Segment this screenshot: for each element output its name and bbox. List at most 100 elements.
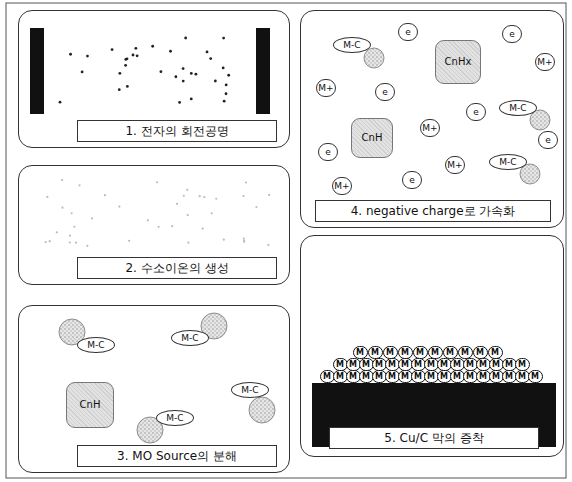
hydrocarbon-label: CnH (351, 118, 393, 158)
ion-dot (243, 241, 245, 243)
ion-dot (255, 206, 257, 208)
ion-dot (118, 206, 120, 208)
particle-label: M+ (316, 79, 336, 97)
molecule-label: M-C (171, 330, 209, 346)
ion-dot (215, 198, 217, 200)
ion-dot (223, 239, 225, 241)
particle-label: e (466, 103, 486, 121)
ion-dot (202, 227, 204, 229)
ion-dot (147, 219, 149, 221)
electron-dot (209, 57, 212, 60)
metal-atom: M (368, 346, 383, 359)
particle-label: e (538, 131, 558, 149)
hydrocarbon-label: CnHx (435, 40, 481, 84)
electron-dot (124, 58, 127, 61)
ion-dot (186, 189, 188, 191)
ion-dot (61, 179, 63, 181)
electron-dot (69, 53, 72, 56)
molecule-label: M-C (156, 410, 194, 426)
panel-caption: 2. 수소이온의 생성 (77, 257, 277, 279)
metal-atom: M (458, 346, 473, 359)
electron-dot (222, 66, 225, 69)
metal-atom: M (443, 346, 458, 359)
particle-label: e (398, 23, 418, 41)
magnet-bar (256, 28, 270, 114)
electron-dot (182, 67, 185, 70)
ion-dot (49, 240, 51, 242)
electron-dots (59, 37, 230, 104)
electron-dot (223, 100, 226, 103)
electron-dot (59, 101, 62, 104)
electron-dot (169, 50, 172, 53)
molecule-label: M-C (77, 337, 115, 353)
electron-dot (184, 37, 187, 40)
particle-label: e (318, 143, 338, 161)
ion-dot (69, 241, 71, 243)
electron-dot (195, 73, 198, 76)
electron-dot (206, 51, 209, 54)
particle-label: M+ (332, 177, 352, 195)
metal-atom: M (353, 346, 368, 359)
ion-dot (61, 207, 63, 209)
ion-dot (128, 240, 130, 242)
ion-dot (268, 194, 270, 196)
electron-dot (134, 47, 137, 50)
ion-dot (158, 226, 160, 228)
ion-dot (45, 241, 47, 243)
metal-atom: M (515, 358, 530, 371)
particle-label: e (402, 171, 422, 189)
panel-box: 2. 수소이온의 생성 (18, 165, 290, 285)
electron-dot (174, 75, 177, 78)
electron-dot (225, 92, 228, 95)
ion-dot (203, 196, 205, 198)
electron-dot (190, 98, 193, 101)
ion-dot (156, 181, 158, 183)
metal-atom: M (383, 346, 398, 359)
ion-dot (243, 237, 245, 239)
ion-dot (187, 242, 189, 244)
panel-caption: 1. 전자의 회전공명 (77, 120, 277, 142)
particle-label: e (502, 25, 522, 43)
metal-atom: M (528, 370, 543, 383)
ion-dot (183, 195, 185, 197)
ion-dot (78, 184, 80, 186)
electron-dot (124, 64, 127, 67)
panel-caption: 5. Cu/C 막의 증착 (329, 427, 539, 449)
metal-atom: M (488, 346, 503, 359)
ion-dot (242, 195, 244, 197)
electron-dot (136, 54, 139, 57)
particle-label: e (375, 83, 395, 101)
metal-atom: M (473, 346, 488, 359)
ion-dot (71, 212, 73, 214)
ion-dot (199, 195, 201, 197)
particle-label: M+ (445, 156, 465, 174)
electron-dot (118, 72, 121, 75)
ion-dot (211, 212, 213, 214)
electron-dot (190, 72, 193, 75)
ion-dot (245, 181, 247, 183)
ion-dot (86, 245, 88, 247)
panel-caption: 4. negative charge로 가속화 (315, 200, 551, 222)
electron-dot (182, 80, 185, 83)
ion-dot (46, 196, 48, 198)
electron-dot (151, 45, 154, 48)
electron-dot (111, 48, 114, 51)
magnet-bar (30, 28, 44, 114)
molecule-label: M-C (489, 154, 527, 170)
electron-dot (132, 54, 135, 57)
metal-atom: M (428, 346, 443, 359)
ion-dot (56, 231, 58, 233)
electron-dot (86, 55, 89, 58)
ion-dots (45, 179, 271, 247)
molecule-label: M-C (499, 100, 537, 116)
hydrocarbon-label: CnH (66, 382, 114, 428)
ion-dot (104, 194, 106, 196)
outer-frame (6, 3, 566, 478)
ion-dot (91, 217, 93, 219)
ion-dot (73, 226, 75, 228)
electron-dot (225, 84, 228, 87)
ion-dot (171, 225, 173, 227)
metal-atom: M (413, 346, 428, 359)
particle-label: M+ (535, 53, 555, 71)
ion-dot (187, 214, 189, 216)
